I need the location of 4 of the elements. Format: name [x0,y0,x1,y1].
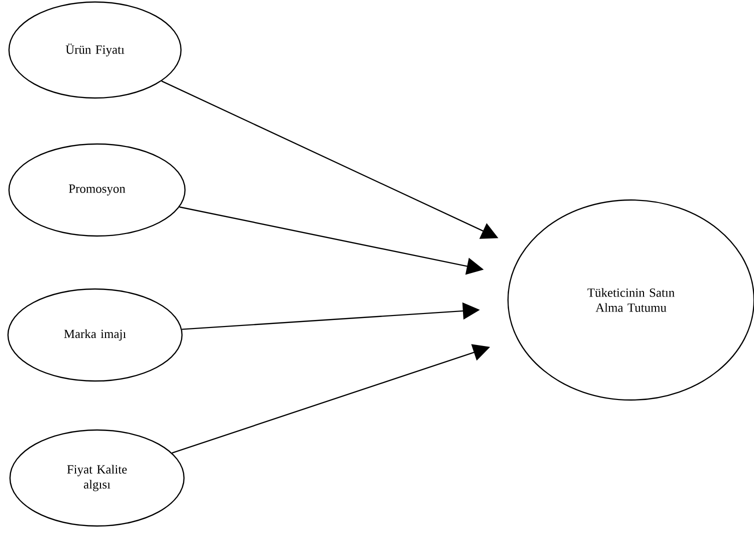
ellipse-node: Fiyat Kalite algısı [9,429,185,527]
ellipse-node: Ürün Fiyatı [8,1,182,99]
ellipse-node: Promosyon [8,143,186,237]
ellipse-node: Marka imajı [7,288,183,382]
